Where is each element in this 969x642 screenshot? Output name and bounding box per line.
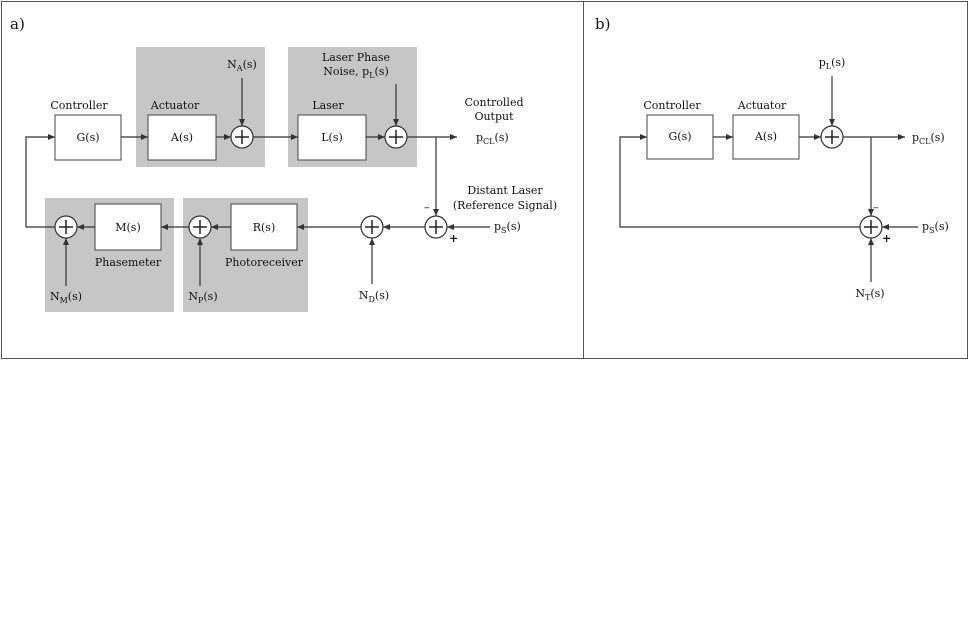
panel-b-label: b) — [595, 15, 610, 33]
output-label-line2: Output — [474, 110, 514, 123]
plus-icon — [193, 220, 207, 234]
photoreceiver-title: Photoreceiver — [225, 256, 304, 269]
phasemeter-tf: M(s) — [115, 221, 141, 234]
plus-icon — [59, 220, 73, 234]
minus-sign: – — [424, 201, 430, 214]
reference-signal-label: pS(s) — [494, 220, 521, 235]
actuator-title-b: Actuator — [737, 99, 787, 112]
reference-signal-label-b: pS(s) — [922, 220, 949, 235]
actuator-block — [147, 114, 217, 161]
output-signal-label-b: pCL(s) — [912, 131, 945, 146]
reference-label-line2: (Reference Signal) — [453, 199, 557, 212]
actuator-tf: A(s) — [170, 131, 193, 144]
plus-icon — [429, 220, 443, 234]
actuator-noise-label: NA(s) — [227, 58, 257, 73]
output-signal-label: pCL(s) — [476, 131, 509, 146]
laser-title: Laser — [312, 99, 344, 112]
controller-tf: G(s) — [76, 131, 99, 144]
controller-tf-b: G(s) — [668, 130, 691, 143]
laser-noise-label-b: pL(s) — [819, 56, 846, 71]
plus-sign-b: + — [882, 232, 891, 245]
detector-noise-label: ND(s) — [359, 289, 389, 304]
plus-icon — [389, 130, 403, 144]
laser-block — [297, 114, 367, 161]
actuator-tf-b: A(s) — [754, 130, 777, 143]
plus-icon — [235, 130, 249, 144]
phasemeter-noise-label: NM(s) — [50, 290, 82, 305]
plus-icon — [365, 220, 379, 234]
plus-icon — [864, 220, 878, 234]
output-label-line1: Controlled — [464, 96, 523, 109]
reference-label-line1: Distant Laser — [467, 184, 543, 197]
plus-icon — [825, 130, 839, 144]
controller-title-b: Controller — [643, 99, 701, 112]
laser-noise-label: Noise, pL(s) — [323, 65, 389, 80]
plus-sign: + — [449, 232, 458, 245]
phasemeter-block — [94, 203, 162, 251]
minus-sign-b: – — [873, 201, 879, 214]
photoreceiver-noise-label: NP(s) — [188, 290, 217, 305]
photoreceiver-block — [230, 203, 298, 251]
laser-noise-label-line1: Laser Phase — [322, 51, 390, 64]
controller-title: Controller — [50, 99, 108, 112]
actuator-title: Actuator — [150, 99, 200, 112]
total-noise-label-b: NT(s) — [855, 287, 884, 302]
phasemeter-title: Phasemeter — [95, 256, 162, 269]
photoreceiver-tf: R(s) — [253, 221, 276, 234]
laser-tf: L(s) — [321, 131, 343, 144]
panel-b-frame — [583, 1, 968, 359]
panel-a-label: a) — [10, 15, 25, 33]
